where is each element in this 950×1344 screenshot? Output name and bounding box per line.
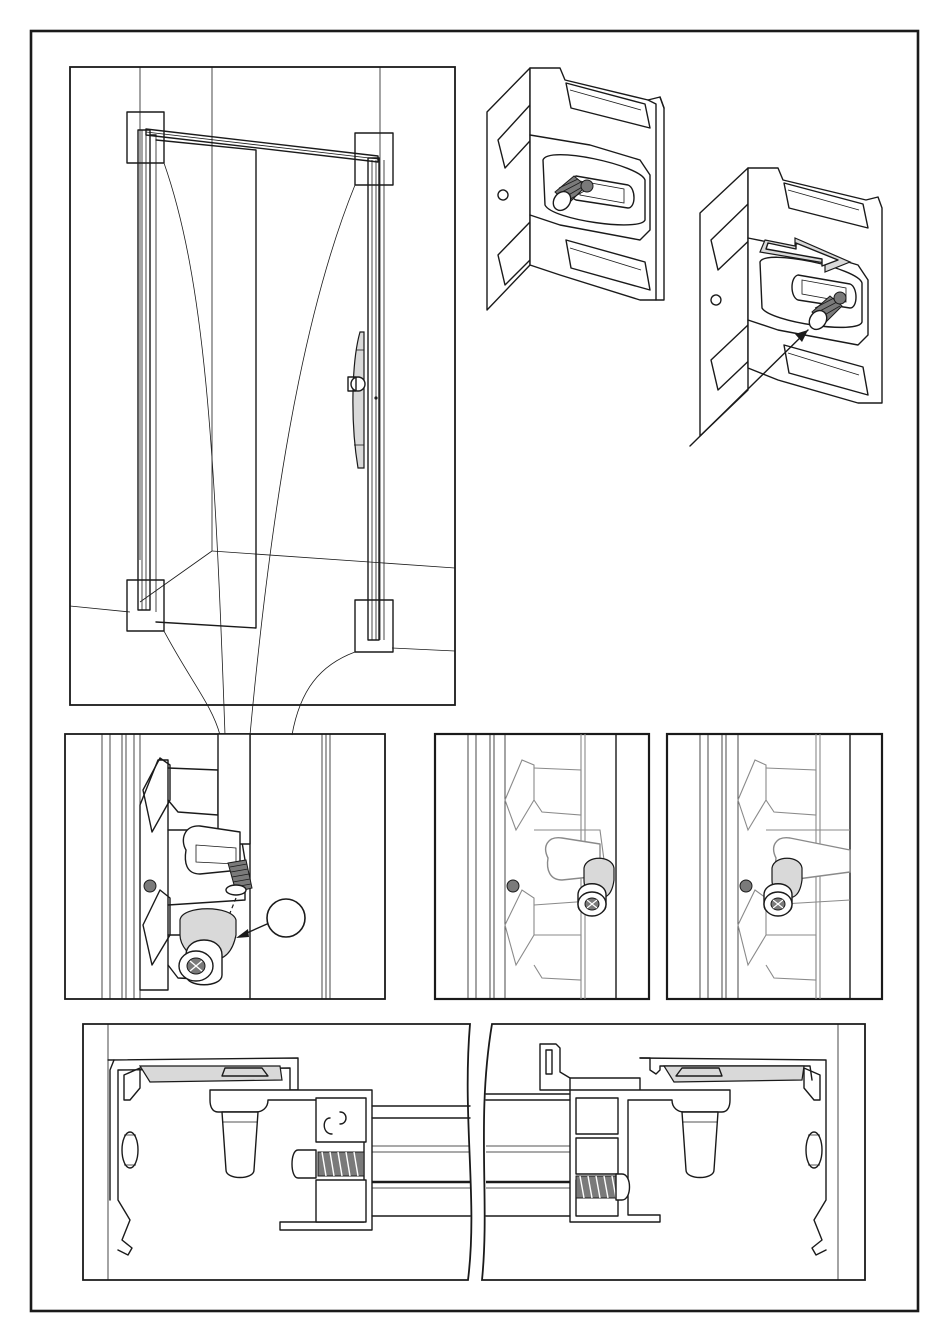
detail-step-2 — [435, 734, 649, 999]
callout-circle — [236, 899, 305, 938]
rail-lines-right — [486, 1094, 570, 1216]
section-left — [83, 1024, 471, 1280]
detail-step-1 — [65, 734, 385, 999]
door-handle — [348, 332, 378, 468]
rail-lines-left — [372, 1106, 470, 1216]
detail-step-2-frame — [435, 734, 649, 999]
overview-panel — [70, 67, 455, 735]
cap-nut-tightened — [764, 858, 802, 916]
grub-screw-left — [292, 1150, 364, 1178]
section-right — [482, 1024, 865, 1280]
detail-step-3 — [667, 734, 882, 999]
grub-screw-right — [576, 1174, 630, 1200]
wall-profile-section — [108, 1058, 298, 1255]
callout-leaders — [164, 163, 355, 735]
left-wall-profile — [138, 130, 156, 612]
cap-nut — [179, 909, 236, 985]
bracket-unassembled — [487, 68, 664, 310]
room-lines — [70, 67, 455, 651]
bracket-slide — [690, 168, 882, 446]
top-rail — [146, 129, 378, 162]
stud-detail — [226, 860, 252, 895]
cap-nut-section — [222, 1112, 258, 1178]
cap-nut-section-right — [682, 1112, 718, 1178]
